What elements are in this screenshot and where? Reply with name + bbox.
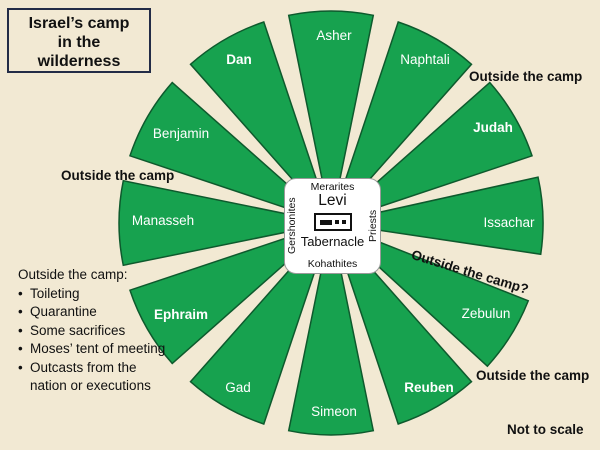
levi-center-box: Merarites Levi Tabernacle Kohathites Ger…	[284, 178, 381, 274]
center-label-merarites: Merarites	[310, 181, 355, 193]
center-label-levi: Levi	[318, 192, 347, 209]
tribe-label-benjamin: Benjamin	[153, 126, 209, 141]
title-box: Israel’s camp in the wilderness	[7, 8, 151, 73]
center-label-gershonites: Gershonites	[286, 197, 298, 255]
list-item: Some sacrifices	[18, 322, 170, 341]
tribe-label-zebulun: Zebulun	[462, 306, 511, 321]
tribe-label-asher: Asher	[316, 28, 352, 43]
label-outside-top-right: Outside the camp	[469, 69, 583, 84]
tabernacle-icon-dot	[334, 220, 339, 224]
tribe-label-naphtali: Naphtali	[400, 52, 450, 67]
list-item: Toileting	[18, 285, 170, 304]
tribe-label-issachar: Issachar	[483, 215, 535, 230]
outside-camp-list: Outside the camp: Toileting Quarantine S…	[18, 266, 180, 396]
label-outside-left: Outside the camp	[61, 168, 175, 183]
tribe-label-judah: Judah	[473, 120, 513, 135]
list-item: Moses’ tent of meeting	[18, 340, 170, 359]
tribe-label-simeon: Simeon	[311, 404, 357, 419]
title-line-3: wilderness	[37, 53, 121, 70]
center-label-kohathites: Kohathites	[307, 258, 358, 270]
label-outside-bottom-right: Outside the camp	[476, 368, 590, 383]
tribe-label-gad: Gad	[225, 380, 251, 395]
tribe-label-manasseh: Manasseh	[132, 213, 194, 228]
title-line-2: in the	[57, 34, 101, 51]
tabernacle-icon-dot	[341, 220, 346, 224]
list-item: Quarantine	[18, 303, 170, 322]
tribe-label-dan: Dan	[226, 52, 252, 67]
center-label-tabernacle: Tabernacle	[300, 234, 365, 249]
tabernacle-icon-dash	[319, 219, 332, 225]
title-line-1: Israel’s camp	[28, 15, 130, 32]
label-not-to-scale: Not to scale	[507, 422, 584, 437]
center-label-priests: Priests	[367, 209, 379, 243]
outside-camp-list-heading: Outside the camp:	[18, 267, 128, 282]
outside-camp-items: Toileting Quarantine Some sacrifices Mos…	[18, 285, 180, 396]
tribe-label-reuben: Reuben	[404, 380, 454, 395]
list-item: Outcasts from the nation or executions	[18, 359, 170, 396]
tabernacle-icon	[313, 213, 352, 231]
